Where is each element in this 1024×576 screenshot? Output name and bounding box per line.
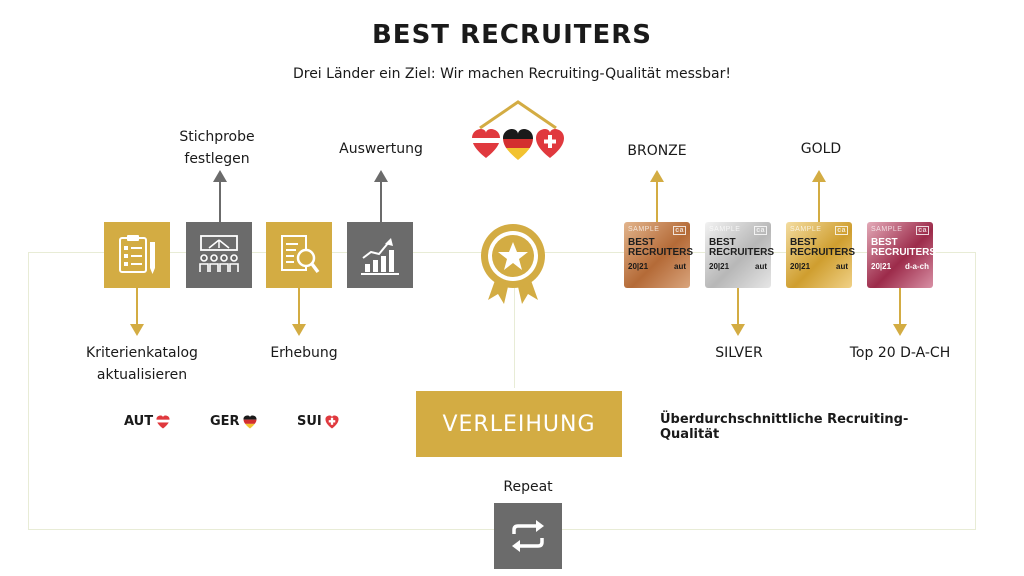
country-aut: AUT [124, 414, 171, 429]
kriterien-label: Kriterienkatalog aktualisieren [86, 345, 198, 383]
badge-label-silver: SILVER [715, 345, 763, 361]
verleihung-box: VERLEIHUNG [416, 391, 622, 457]
switzerland-heart-icon [536, 129, 564, 158]
erhebung-box [266, 222, 332, 288]
arrow-up-gold [812, 170, 826, 222]
document-search-icon [281, 235, 320, 274]
arrow-up-stichprobe [213, 170, 227, 222]
quality-text: Überdurchschnittliche Recruiting-Qualitä… [660, 412, 909, 442]
repeat-label: Repeat [503, 479, 553, 495]
germany-heart-icon [503, 129, 533, 160]
badge-label-bronze: BRONZE [627, 143, 687, 159]
arrow-down-erhebung [292, 288, 306, 336]
badge-label-dach: Top 20 D-A-CH [849, 345, 951, 361]
arrow-up-auswertung [374, 170, 388, 222]
clipboard-icon [119, 235, 155, 274]
germany-heart-icon [243, 414, 257, 429]
stichprobe-label: Stichprobe festlegen [179, 129, 255, 167]
ca-logo-icon: ca [916, 226, 929, 235]
kriterien-box [104, 222, 170, 288]
repeat-box [494, 503, 562, 569]
country-ger: GER [210, 414, 258, 429]
arrow-down-silver [731, 288, 745, 336]
auswertung-box [347, 222, 413, 288]
page-title: BEST RECRUITERS [371, 20, 652, 50]
arrow-down-dach [893, 288, 907, 336]
arrow-up-bronze [650, 170, 664, 222]
badge-label-gold: GOLD [800, 141, 842, 157]
ca-logo-icon: ca [673, 226, 686, 235]
austria-heart-icon [156, 414, 171, 429]
award-rosette-icon [481, 224, 545, 304]
country-sui: SUI [297, 414, 340, 429]
switzerland-heart-icon [325, 414, 339, 429]
austria-heart-icon [472, 129, 500, 158]
repeat-icon [512, 520, 544, 552]
erhebung-label: Erhebung [270, 345, 338, 361]
connector-line [514, 252, 515, 388]
arrow-down-kriterien [130, 288, 144, 336]
stichprobe-box [186, 222, 252, 288]
countries-roof-emblem [472, 100, 564, 160]
ca-logo-icon: ca [754, 226, 767, 235]
auswertung-label: Auswertung [339, 141, 423, 157]
bar-chart-growth-icon [361, 238, 399, 275]
sample-group-icon [199, 235, 239, 272]
ca-logo-icon: ca [835, 226, 848, 235]
page-subtitle: Drei Länder ein Ziel: Wir machen Recruit… [292, 66, 732, 82]
